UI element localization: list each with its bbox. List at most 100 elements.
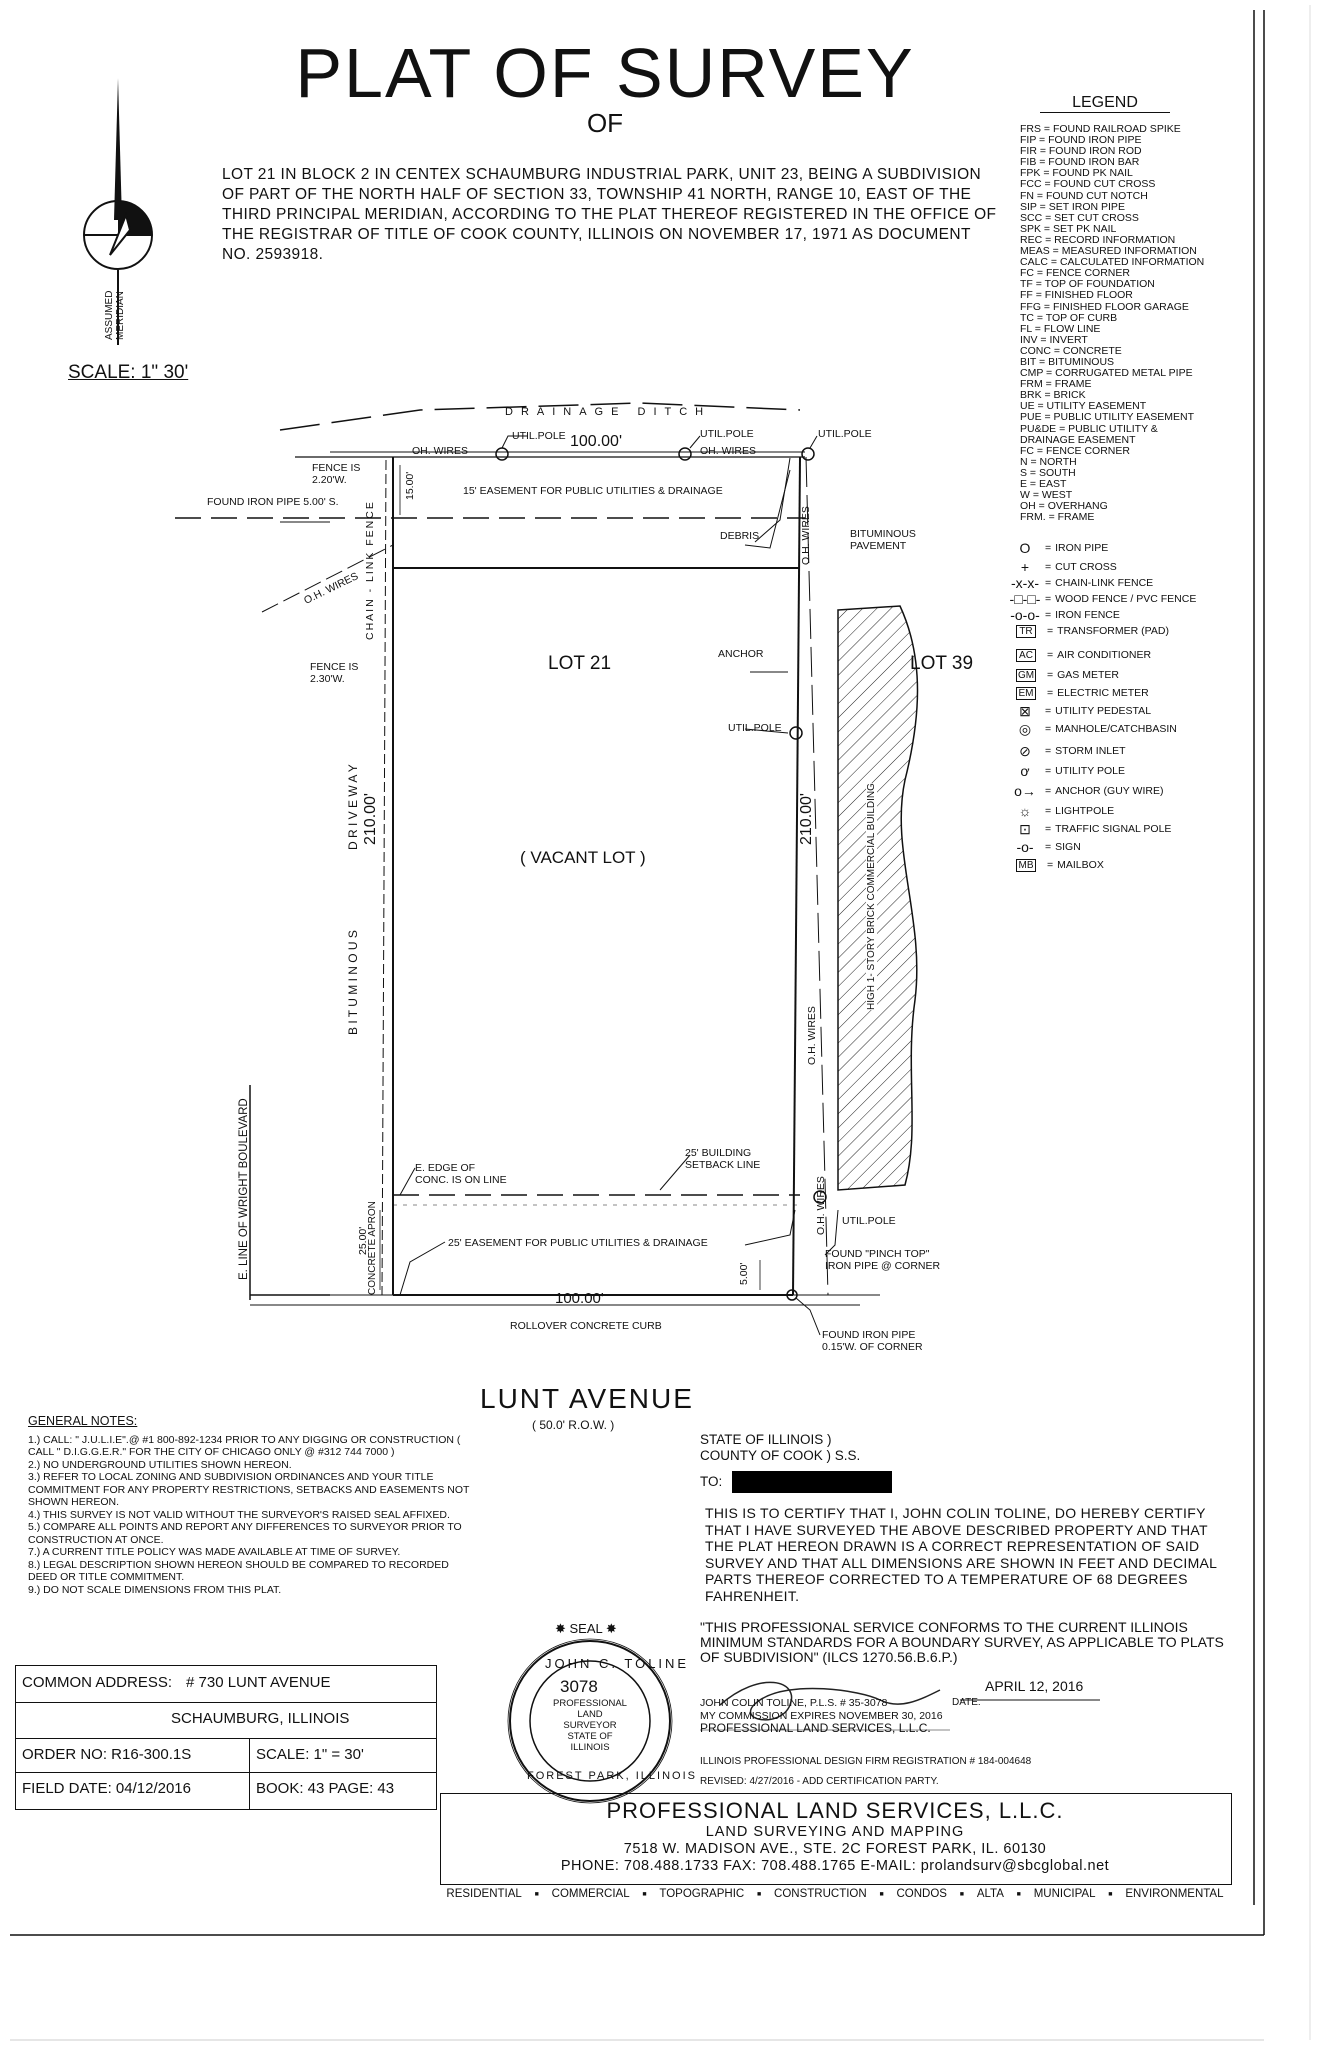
seal-ring-bottom: FOREST PARK, ILLINOIS (527, 1770, 697, 1782)
legend-equals: = (1047, 859, 1054, 871)
service-item: CONDOS (896, 1888, 947, 1900)
legend-symbol-label: MANHOLE/CATCHBASIN (1055, 723, 1177, 735)
legend-symbol-row: o→=ANCHOR (GUY WIRE) (1005, 781, 1245, 801)
bituminous-pavement-label: BITUMINOUS (850, 528, 916, 540)
book-page: BOOK: 43 PAGE: 43 (256, 1780, 395, 1797)
legend-abbreviation: PUE = PUBLIC UTILITY EASEMENT (1020, 411, 1194, 424)
legend-equals: = (1047, 649, 1054, 661)
legend-abbreviation: FC = FENCE CORNER (1020, 267, 1130, 280)
legend-equals: = (1047, 687, 1054, 699)
easement-north-label: 15' EASEMENT FOR PUBLIC UTILITIES & DRAI… (463, 485, 723, 497)
seal-line-2: LAND (577, 1709, 603, 1720)
signature (719, 1681, 941, 1721)
building-label: HIGH 1- STORY BRICK COMMERCIAL BUILDING (866, 783, 877, 1010)
legend-equals: = (1045, 593, 1052, 605)
conformance-statement: "THIS PROFESSIONAL SERVICE CONFORMS TO T… (700, 1619, 1224, 1665)
info-divider-2 (16, 1738, 436, 1739)
legend-abbreviation: FPK = FOUND PK NAIL (1020, 167, 1133, 180)
legend-abbreviation: FRS = FOUND RAILROAD SPIKE (1020, 123, 1181, 135)
legend-symbol-icon: ơ (1020, 763, 1030, 779)
to-label: TO: (700, 1474, 723, 1489)
legend-symbol-label: AIR CONDITIONER (1057, 649, 1152, 661)
chain-link-fence-label: CHAIN - LINK FENCE (364, 500, 376, 640)
legend-equals: = (1045, 823, 1052, 835)
legend-abbreviation: FIR = FOUND IRON ROD (1020, 145, 1142, 158)
legend-abbreviation: FIB = FOUND IRON BAR (1020, 156, 1140, 169)
legend-symbol-icon: + (1020, 559, 1030, 575)
service-separator-icon: ■ (1016, 1890, 1021, 1898)
seal-number: 3078 (560, 1677, 598, 1696)
legend-abbreviation: FL = FLOW LINE (1020, 322, 1101, 335)
legal-description: LOT 21 IN BLOCK 2 IN CENTEX SCHAUMBURG I… (222, 166, 997, 263)
legend-symbol-label: UTILITY POLE (1055, 765, 1125, 777)
road-row: ( 50.0' R.O.W. ) (532, 1418, 615, 1432)
legend-symbol-icon: EM (1016, 686, 1036, 700)
company-name: PROFESSIONAL LAND SERVICES, L.L.C. (606, 1798, 1064, 1823)
legend-abbreviation: FFG = FINISHED FLOOR GARAGE (1020, 300, 1189, 313)
oh-wires-right-1: O.H. WIRES (800, 506, 812, 565)
legend-equals: = (1045, 745, 1052, 757)
seal-line-3: SURVEYOR (563, 1720, 617, 1731)
legend-symbol-label: CUT CROSS (1055, 561, 1117, 573)
service-separator-icon: ■ (1108, 1890, 1113, 1898)
legend-equals: = (1045, 805, 1052, 817)
service-item: CONSTRUCTION (774, 1888, 867, 1900)
bituminous-drive-label: B I T U M I N O U S (346, 930, 360, 1035)
legend-equals: = (1045, 841, 1052, 853)
legend-abbreviation: BIT = BITUMINOUS (1020, 355, 1115, 368)
page-subtitle: OF (586, 108, 624, 138)
north-easement-dimension: 15.00' (404, 471, 416, 500)
found-pinch-top-label: FOUND "PINCH TOP" (825, 1248, 930, 1260)
legend-abbreviation: FRM. = FRAME (1020, 511, 1095, 524)
found-pinch-top-label-b: IRON PIPE @ CORNER (825, 1260, 941, 1272)
legend-symbol-label: STORM INLET (1055, 745, 1126, 757)
legend-symbol-icon: TR (1016, 624, 1036, 638)
anchor-label: ANCHOR (718, 648, 764, 660)
legend-abbreviation: MEAS = MEASURED INFORMATION (1020, 245, 1197, 258)
legend-symbol-label: SIGN (1055, 841, 1081, 853)
fence-note-2: FENCE IS (310, 661, 359, 673)
legend-symbol-row: -□-□-=WOOD FENCE / PVC FENCE (1005, 589, 1245, 609)
legend-symbol-row: +=CUT CROSS (1005, 557, 1245, 577)
firm-name: PROFESSIONAL LAND SERVICES, L.L.C. (700, 1721, 931, 1735)
info-divider-v (249, 1738, 250, 1809)
north-dimension: 100.00' (570, 433, 622, 450)
legend-abbreviation: CALC = CALCULATED INFORMATION (1020, 256, 1205, 269)
service-item: RESIDENTIAL (446, 1888, 522, 1900)
legend-equals: = (1045, 765, 1052, 777)
legend-abbreviation: INV = INVERT (1020, 333, 1088, 346)
legend-abbreviation: S = SOUTH (1020, 466, 1076, 479)
fence-note-1: FENCE IS (312, 462, 361, 474)
seal-ring-top: JOHN C. TOLINE (545, 1656, 690, 1671)
services-bar: RESIDENTIAL■COMMERCIAL■TOPOGRAPHIC■CONST… (440, 1884, 1230, 1903)
west-dimension: 210.00' (362, 793, 379, 845)
legend-symbol-row: EM=ELECTRIC METER (1005, 683, 1245, 703)
util-pole-label-3: UTIL.POLE (818, 428, 872, 440)
project-info-box: COMMON ADDRESS: # 730 LUNT AVENUE SCHAUM… (15, 1665, 437, 1810)
service-item: ALTA (976, 1888, 1004, 1900)
general-note: 3.) REFER TO LOCAL ZONING AND SUBDIVISIO… (28, 1471, 470, 1508)
legend-symbol-row: AC=AIR CONDITIONER (1005, 645, 1245, 665)
legend-abbreviation: BRK = BRICK (1020, 389, 1086, 402)
legend-abbreviation: CONC = CONCRETE (1020, 344, 1122, 357)
seal-label: ✸ SEAL ✸ (555, 1621, 617, 1636)
certification-header: STATE OF ILLINOIS ) COUNTY OF COOK ) S.S… (700, 1432, 860, 1464)
service-separator-icon: ■ (642, 1890, 647, 1898)
legend-symbol-icon: ⊘ (1019, 742, 1031, 759)
commercial-building (837, 605, 919, 1191)
lot-21-label: LOT 21 (548, 653, 612, 674)
commission-expiry: MY COMMISSION EXPIRES NOVEMBER 30, 2016 (700, 1709, 943, 1722)
legend-abbreviation: FF = FINISHED FLOOR (1020, 289, 1133, 302)
legend-symbol-label: IRON FENCE (1055, 609, 1120, 621)
order-number: ORDER NO: R16-300.1S (22, 1746, 192, 1763)
north-arrow-label: ASSUMED MERIDIAN (104, 290, 126, 340)
signature-block: JOHN COLIN TOLINE, P.L.S. # 35-3078 MY C… (700, 1697, 943, 1735)
general-note: 9.) DO NOT SCALE DIMENSIONS FROM THIS PL… (28, 1583, 282, 1596)
date-label: DATE: (952, 1697, 981, 1708)
south-pipe-dimension: 5.00' (738, 1262, 750, 1285)
legend-symbol-icon: ⊠ (1019, 702, 1031, 719)
north-arrow-icon (83, 78, 153, 345)
south-dimension: 100.00' (555, 1290, 604, 1307)
service-item: COMMERCIAL (551, 1888, 630, 1900)
legend-symbol-row: ⊠=UTILITY PEDESTAL (1005, 701, 1245, 721)
